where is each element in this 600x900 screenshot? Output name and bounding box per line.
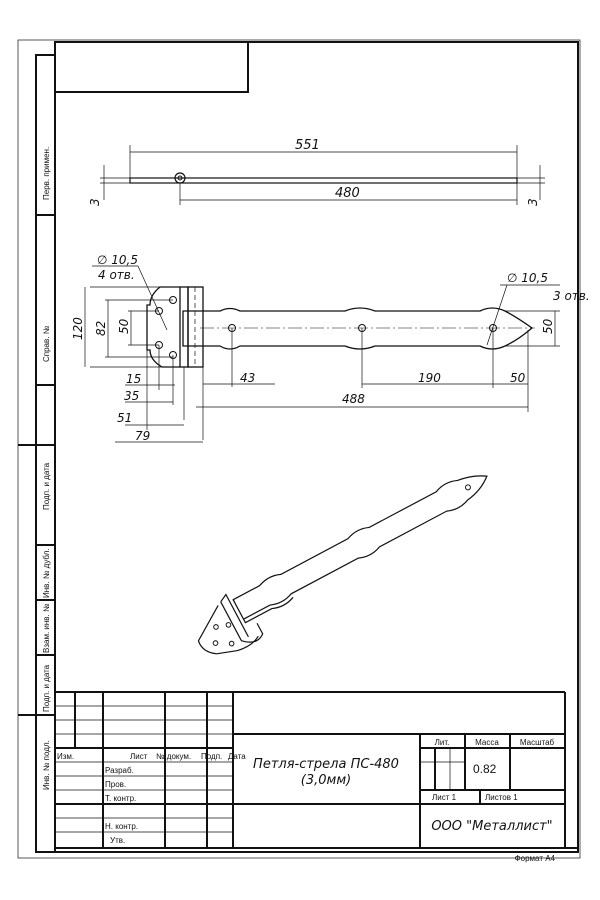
- dim-82: 82: [94, 321, 108, 336]
- top-view: 551 480 3 3: [88, 138, 545, 206]
- dim-3-left: 3: [88, 198, 102, 206]
- header-list: Лист: [130, 752, 148, 761]
- header-date: Дата: [228, 752, 246, 761]
- mass-label: Масса: [475, 738, 499, 747]
- hole-note-left-dia: ∅ 10,5: [97, 253, 138, 267]
- mass-value: 0.82: [473, 762, 497, 776]
- paper-format: Формат А4: [515, 854, 556, 863]
- dim-551: 551: [295, 138, 320, 153]
- sheets-total: Листов 1: [485, 793, 518, 802]
- dim-480: 480: [335, 186, 360, 201]
- dim-50-right: 50: [541, 318, 555, 334]
- title-block: Изм. Лист № докум. Подп. Дата Разраб. Пр…: [55, 691, 578, 863]
- drawing-subtitle: (3,0мм): [301, 773, 351, 788]
- dim-35: 35: [124, 389, 139, 403]
- side-strip-labels: Перв. примен. Справ. № Подп. и дата Инв.…: [42, 147, 51, 790]
- dim-190: 190: [418, 371, 441, 385]
- dim-79: 79: [135, 429, 150, 443]
- role-tech-control: Т. контр.: [105, 794, 136, 803]
- side-strip: [35, 54, 56, 853]
- side-label: Справ. №: [42, 325, 51, 362]
- side-label: Инв. № дубл.: [42, 548, 51, 598]
- role-developer: Разраб.: [105, 766, 134, 775]
- side-label: Инв. № подл.: [42, 740, 51, 790]
- drawing-frame: [54, 41, 579, 853]
- sheet-number: Лист 1: [432, 793, 457, 802]
- dim-51: 51: [117, 411, 132, 425]
- lit-label: Лит.: [435, 738, 450, 747]
- dim-15: 15: [126, 372, 141, 386]
- dim-50: 50: [117, 318, 131, 334]
- dim-120: 120: [71, 317, 85, 340]
- hole-note-right-count: 3 отв.: [553, 289, 590, 303]
- side-label: Перв. примен.: [42, 147, 51, 200]
- front-view: ∅ 10,5 4 отв. ∅ 10,5 3 отв. 120 82 50 50…: [71, 253, 590, 443]
- isometric-view: [197, 475, 488, 655]
- role-norm-control: Н. контр.: [105, 822, 138, 831]
- company-name: ООО "Металлист": [431, 819, 552, 834]
- header-sign: Подп.: [201, 752, 222, 761]
- dim-3-right: 3: [526, 198, 540, 206]
- page-border: [17, 39, 581, 859]
- side-label: Подп. и дата: [42, 462, 51, 510]
- role-approved: Утв.: [110, 836, 125, 845]
- header-izm: Изм.: [57, 752, 74, 761]
- dim-50-tip: 50: [510, 371, 526, 385]
- drawing-title: Петля-стрела ПС-480: [253, 757, 399, 772]
- dim-488: 488: [342, 392, 365, 406]
- header-doc-no: № докум.: [156, 752, 191, 761]
- top-left-box: [54, 41, 249, 93]
- role-checker: Пров.: [105, 780, 126, 789]
- hole-note-left-count: 4 отв.: [98, 268, 135, 282]
- scale-label: Масштаб: [520, 738, 555, 747]
- dim-43: 43: [240, 371, 255, 385]
- side-label: Подп. и дата: [42, 664, 51, 712]
- hole-note-right-dia: ∅ 10,5: [507, 271, 548, 285]
- side-label: Взам. инв. №: [42, 603, 51, 653]
